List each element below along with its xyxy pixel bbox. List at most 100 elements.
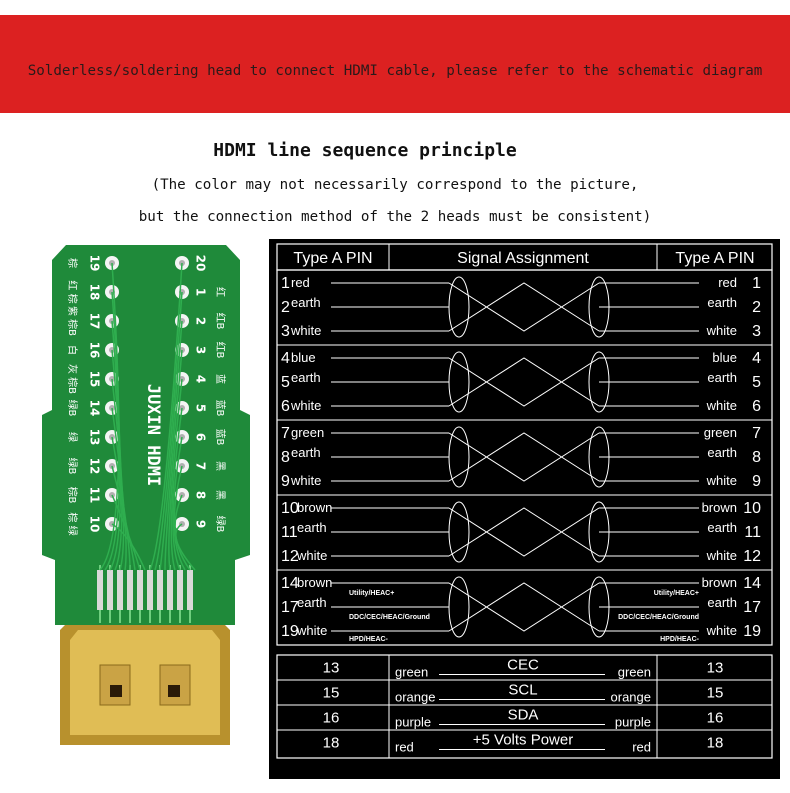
signal-color-right: orange — [611, 690, 651, 705]
signal-color-left: purple — [395, 715, 431, 730]
right-pin: 1 — [752, 275, 761, 292]
twist-line — [448, 507, 600, 557]
left-wire-label: 绿 — [66, 432, 79, 442]
left-wire-name: earth — [297, 595, 327, 610]
right-pin: 8 — [752, 449, 761, 466]
left-pin: 3 — [281, 323, 290, 340]
left-pin-number: 17 — [88, 313, 102, 330]
subtitle-line-2: but the connection method of the 2 heads… — [138, 209, 652, 225]
left-note: DDC/CEC/HEAC/Ground — [349, 614, 430, 621]
left-note: HPD/HEAC- — [349, 636, 389, 643]
left-wire-label: 绿B — [66, 400, 79, 417]
right-wire-name: white — [706, 398, 737, 413]
right-pin: 11 — [744, 524, 761, 541]
right-pin: 12 — [743, 548, 761, 565]
left-wire-label: 灰 棕B — [66, 364, 79, 394]
right-pin: 14 — [743, 575, 761, 592]
left-pin: 12 — [281, 548, 299, 565]
right-wire-name: blue — [712, 350, 737, 365]
right-pin-number: 2 — [194, 317, 208, 325]
left-wire-label: 棕 绿 — [66, 512, 79, 535]
twist-line — [448, 432, 600, 482]
left-note: Utility/HEAC+ — [349, 590, 394, 597]
pcb-traces — [97, 262, 196, 623]
right-wire-name: earth — [707, 370, 737, 385]
signal-color-right: red — [632, 740, 651, 755]
signal-color-right: purple — [615, 715, 651, 730]
left-pin: 5 — [281, 374, 290, 391]
left-pin: 10 — [281, 500, 299, 517]
subtitle-line-1: (The color may not necessarily correspon… — [151, 177, 639, 193]
left-pin: 7 — [281, 425, 290, 442]
connector-finger — [107, 570, 113, 610]
left-pin: 1 — [281, 275, 290, 292]
left-wire-name: brown — [297, 500, 332, 515]
right-wire-name: white — [706, 623, 737, 638]
left-pin-number: 11 — [88, 487, 102, 504]
left-pin-number: 18 — [88, 284, 102, 301]
right-wire-label: 蓝B — [214, 400, 226, 417]
left-wire-name: green — [291, 425, 324, 440]
right-pin-number: 5 — [194, 404, 208, 412]
connector-hole-left — [110, 685, 122, 697]
left-wire-name: white — [290, 398, 321, 413]
right-note: Utility/HEAC+ — [654, 590, 699, 597]
left-wire-name: white — [296, 623, 327, 638]
right-wire-label: 绿B — [214, 516, 227, 533]
right-pin: 4 — [752, 350, 761, 367]
right-pin-number: 3 — [194, 346, 208, 354]
left-wire-label: 白 — [66, 345, 79, 355]
shield-ellipse — [448, 351, 470, 413]
twist-line — [448, 357, 600, 407]
signal-name: SCL — [508, 682, 537, 699]
right-wire-name: earth — [707, 595, 737, 610]
left-wire-name: earth — [291, 295, 321, 310]
right-pin-number: 8 — [194, 491, 208, 499]
twist-line — [448, 357, 600, 407]
left-wire-label: 棕 — [66, 258, 79, 268]
signal-pin-left: 13 — [323, 660, 340, 677]
right-pin: 6 — [752, 398, 761, 415]
shield-ellipse — [588, 576, 610, 638]
right-wire-label: 蓝 — [214, 374, 226, 384]
banner-text: Solderless/soldering head to connect HDM… — [27, 63, 763, 79]
left-pin-number: 12 — [88, 458, 102, 475]
left-pin: 11 — [281, 524, 298, 541]
right-wire-name: earth — [707, 295, 737, 310]
left-wire-label: 棕B — [66, 487, 79, 504]
connector-finger — [117, 570, 123, 610]
twist-line — [448, 432, 600, 482]
left-pin: 19 — [281, 623, 299, 640]
connector-finger — [167, 570, 173, 610]
left-wire-name: brown — [297, 575, 332, 590]
connector-finger — [97, 570, 103, 610]
left-wire-name: red — [291, 275, 310, 290]
twist-line — [448, 282, 600, 332]
left-wire-label: 红 棕 — [66, 280, 79, 303]
left-pin-number: 19 — [88, 255, 102, 272]
right-wire-label: 红B — [214, 342, 227, 359]
shield-ellipse — [588, 276, 610, 338]
twist-line — [448, 507, 600, 557]
right-wire-name: earth — [707, 520, 737, 535]
left-wire-label: 绿B — [66, 458, 79, 475]
header-banner — [0, 15, 790, 113]
right-pin: 17 — [743, 599, 761, 616]
right-wire-name: white — [706, 473, 737, 488]
left-wire-name: earth — [297, 520, 327, 535]
left-pin: 6 — [281, 398, 290, 415]
twist-line — [448, 582, 600, 632]
signal-name: SDA — [508, 707, 539, 724]
left-pin: 4 — [281, 350, 290, 367]
shield-ellipse — [448, 276, 470, 338]
right-pin-number: 7 — [194, 462, 208, 470]
